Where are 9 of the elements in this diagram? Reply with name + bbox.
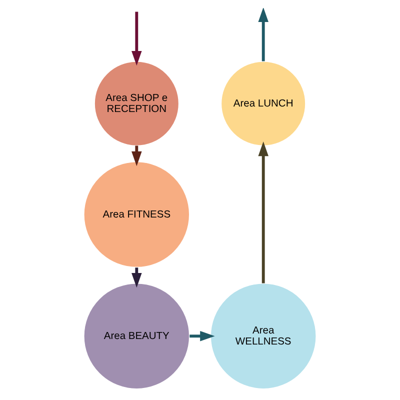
arrow xyxy=(190,330,215,342)
node-circle: Area FITNESS xyxy=(84,161,190,268)
arrow xyxy=(258,141,268,284)
node-circle: Area LUNCH xyxy=(220,61,306,146)
node-circle: Area BEAUTY xyxy=(84,283,190,390)
node-circle: Area WELLNESS xyxy=(210,283,316,390)
node-circle: Area SHOP e RECEPTION xyxy=(94,61,180,146)
arrow xyxy=(132,12,142,66)
arrow xyxy=(258,8,268,62)
